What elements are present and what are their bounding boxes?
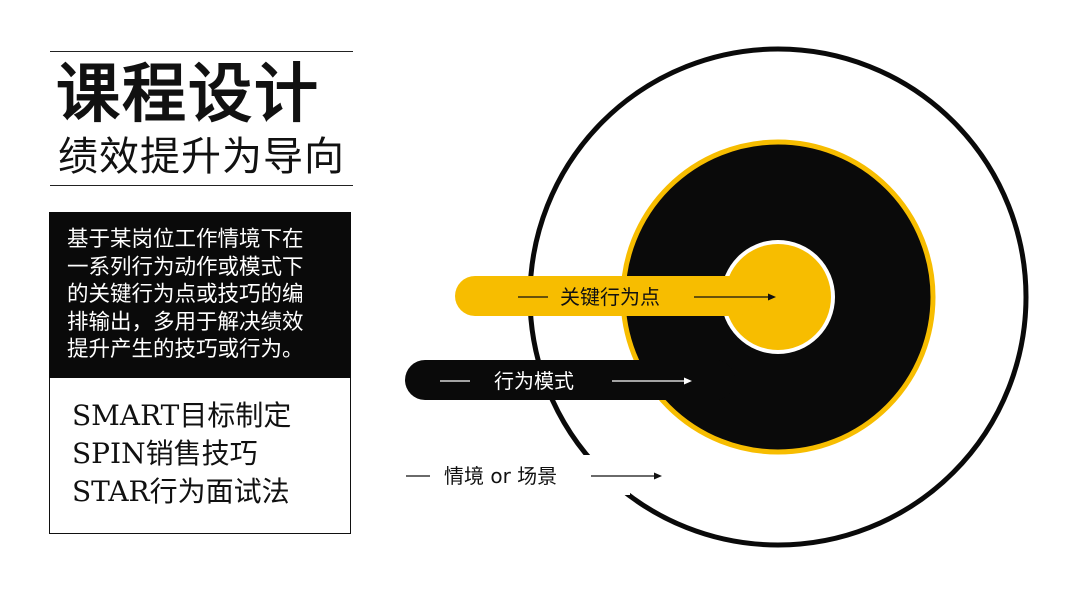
inner-label-arrowhead (768, 293, 776, 301)
description-line: 一系列行为动作或模式下 (67, 254, 304, 280)
description-box: 基于某岗位工作情境下在 一系列行为动作或模式下 的关键行为点或技巧的编 排输出，… (49, 212, 351, 378)
inner-label-pill (455, 276, 755, 316)
description-line: 排输出，多用于解决绩效 (67, 309, 304, 335)
middle-label-pill (405, 360, 735, 400)
outer-label-gap (520, 455, 630, 495)
middle-label: 行为模式 (494, 369, 574, 393)
example-item: SMART目标制定 (72, 399, 292, 432)
description-line: 基于某岗位工作情境下在 (67, 227, 304, 252)
middle-label-arrowhead (684, 377, 692, 385)
example-item: SPIN销售技巧 (72, 437, 258, 470)
outer-label-arrowhead (654, 472, 662, 480)
examples-box: SMART目标制定 SPIN销售技巧 STAR行为面试法 (49, 378, 351, 534)
outer-label: 情境 or 场景 (444, 464, 557, 488)
page-title: 课程设计 (56, 58, 320, 132)
description-line: 提升产生的技巧或行为。 (67, 337, 304, 362)
example-item: STAR行为面试法 (72, 475, 290, 508)
inner-circle (725, 244, 831, 350)
description-line: 的关键行为点或技巧的编 (67, 282, 304, 307)
page-subtitle: 绩效提升为导向 (58, 134, 345, 180)
top-divider (50, 51, 353, 52)
inner-label: 关键行为点 (560, 285, 660, 309)
bottom-divider (50, 185, 353, 186)
